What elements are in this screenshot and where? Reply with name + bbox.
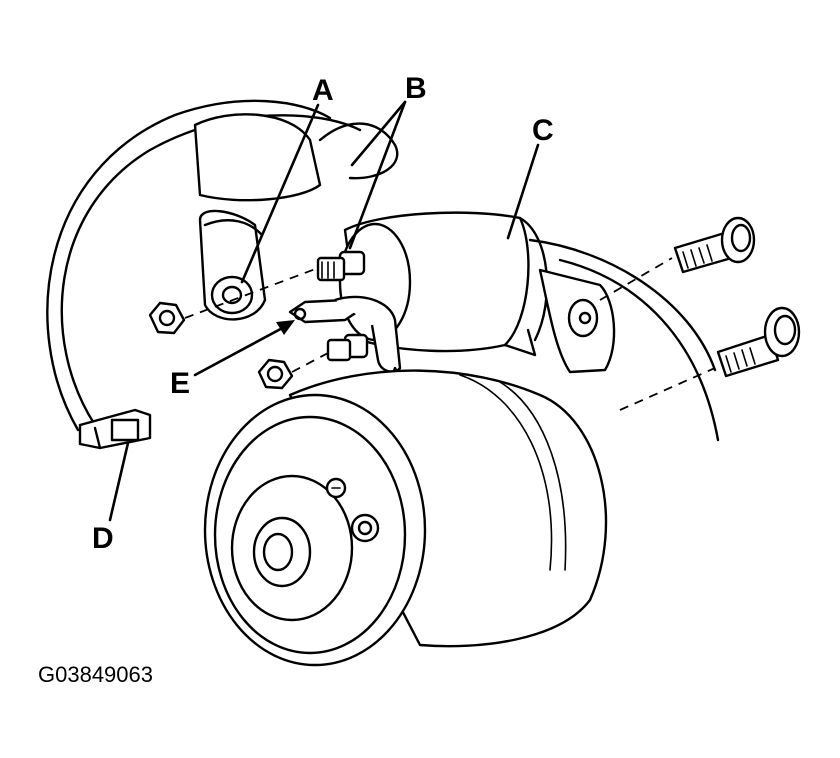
nut-lower [257,358,294,390]
callout-e: E [170,367,190,400]
callout-a: A [312,74,334,107]
motor-end-cover [203,393,427,667]
transmission-housing-outline [46,99,720,442]
harness-connector [78,408,152,450]
arrowhead-e [276,320,295,335]
terminal-studs [316,250,369,362]
callout-d: D [92,522,114,555]
mounting-flange [538,268,616,374]
figure-id: G03849063 [38,662,153,687]
mounting-bolt-lower [716,306,801,378]
solenoid-body [338,211,549,357]
battery-cable-terminal [198,209,267,321]
callout-c: C [532,114,554,147]
mounting-bolt-upper [673,216,756,274]
leader-lines [108,100,540,522]
alignment-lines [184,257,716,411]
callout-b: B [405,72,427,105]
starter-wire-terminal [288,295,402,373]
mounting-bracket [193,113,399,202]
nut-upper [148,301,186,335]
